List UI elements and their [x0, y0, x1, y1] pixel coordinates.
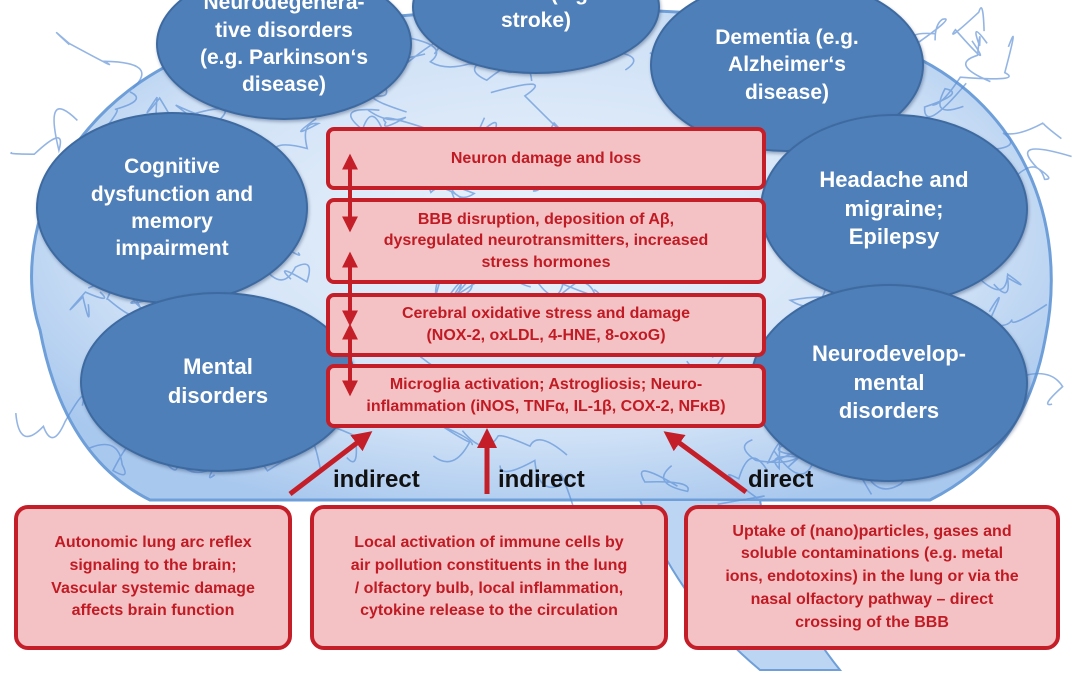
brain-fold	[432, 425, 474, 463]
brain-fold	[499, 459, 574, 506]
route-label-direct: direct	[748, 466, 814, 493]
brain-fold	[965, 30, 991, 83]
pathway-uptake: Uptake of (nano)particles, gases and sol…	[684, 505, 1060, 650]
mechanism-neuron-damage: Neuron damage and loss	[326, 127, 766, 190]
mechanism-oxidative-stress: Cerebral oxidative stress and damage (NO…	[326, 293, 766, 357]
brain-fold	[932, 35, 1014, 106]
brain-fold	[923, 82, 967, 118]
pathway-immune: Local activation of immune cells by air …	[310, 505, 668, 650]
brain-fold	[10, 108, 78, 156]
outcome-cognitive: Cognitive dysfunction and memory impairm…	[36, 112, 308, 304]
outcome-neurodevelopmental: Neurodevelop- mental disorders	[750, 284, 1028, 482]
route-label-indirect-2: indirect	[498, 466, 585, 493]
outcome-headache: Headache and migraine; Epilepsy	[760, 114, 1028, 304]
brain-fold	[69, 291, 106, 318]
brain-fold	[55, 31, 143, 89]
brain-fold	[952, 7, 985, 57]
brain-fold	[162, 458, 216, 479]
outcome-dementia: Dementia (e.g. Alzheimer‘s disease)	[650, 0, 924, 152]
brain-fold	[1005, 148, 1072, 187]
brain-fold	[989, 122, 1062, 151]
outcome-neurodegenerative: Neurodegenera- tive disorders (e.g. Park…	[156, 0, 412, 120]
mechanism-bbb-disruption: BBB disruption, deposition of Aβ, dysreg…	[326, 198, 766, 284]
pathway-autonomic: Autonomic lung arc reflex signaling to t…	[14, 505, 292, 650]
brain-fold	[252, 249, 311, 283]
route-label-indirect-1: indirect	[333, 466, 420, 493]
brain-fold	[367, 109, 428, 130]
mechanism-microglia: Microglia activation; Astrogliosis; Neur…	[326, 364, 766, 428]
outcome-mental: Mental disorders	[80, 292, 356, 472]
brain-fold	[966, 265, 1022, 294]
